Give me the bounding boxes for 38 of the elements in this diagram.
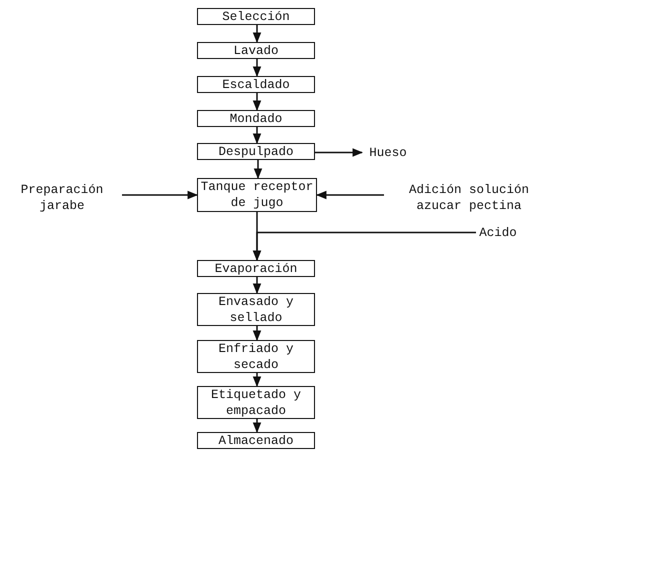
process-box	[197, 260, 315, 277]
process-box	[197, 432, 315, 449]
arrow	[252, 232, 476, 262]
arrow	[252, 277, 262, 294]
step-label: Enfriado y secado	[217, 340, 294, 372]
process-box	[197, 42, 315, 59]
step-label: Selección	[222, 8, 290, 24]
arrow	[252, 419, 262, 434]
input-label: Adición solución azucar pectina	[408, 182, 530, 214]
process-box	[197, 8, 315, 25]
step-label: Evaporación	[214, 260, 298, 276]
step-label: Despulpado	[218, 144, 294, 160]
process-box	[197, 110, 315, 127]
process-box	[197, 76, 315, 93]
process-box	[197, 340, 315, 373]
process-box	[197, 293, 315, 326]
step-label: Almacenado	[218, 432, 294, 448]
step-label: Etiquetado y empacado	[210, 386, 302, 418]
arrow	[252, 326, 262, 342]
arrow	[316, 190, 384, 200]
arrow	[252, 93, 262, 112]
input-label: Preparación jarabe	[20, 182, 104, 214]
process-box	[197, 143, 315, 160]
step-label: Escaldado	[222, 76, 290, 92]
arrow	[252, 59, 262, 78]
input-label: Hueso	[369, 144, 407, 160]
arrow	[252, 127, 262, 144]
step-label: Envasado y sellado	[217, 294, 294, 326]
input-label: Acido	[479, 224, 517, 240]
step-label: Tanque receptor de jugo	[200, 179, 314, 211]
process-box	[197, 386, 315, 419]
arrow	[254, 160, 262, 180]
step-label: Mondado	[230, 110, 282, 126]
arrow	[315, 148, 364, 157]
arrow	[252, 25, 262, 44]
arrow	[252, 373, 262, 388]
step-label: Lavado	[233, 42, 278, 58]
arrow	[122, 190, 198, 200]
